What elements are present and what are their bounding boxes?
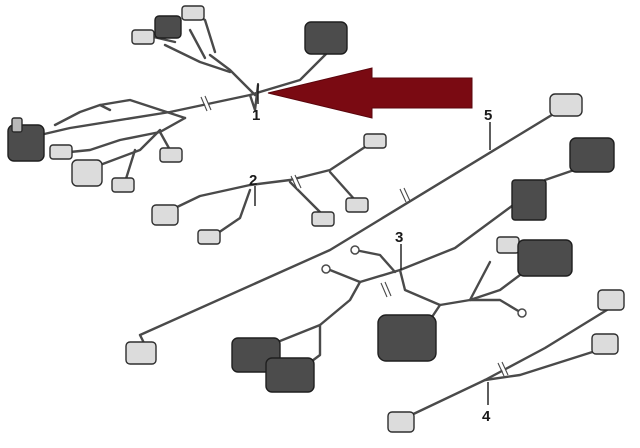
- connector-sensor-cap: [11, 117, 23, 133]
- connector-2c: [311, 211, 335, 227]
- harness-1: 1: [7, 5, 348, 193]
- callout-2: 2: [249, 172, 257, 189]
- connector-small-b: [111, 177, 135, 193]
- callout-5: 5: [484, 107, 492, 124]
- connector-2b: [197, 229, 221, 245]
- callout-4: 4: [482, 408, 491, 425]
- connector-3c: [517, 239, 573, 277]
- connector-top-large: [304, 21, 348, 55]
- connector-5b: [549, 93, 583, 117]
- connector-top-a: [131, 29, 155, 45]
- connector-round: [71, 159, 103, 187]
- harness-5: 5: [125, 93, 583, 365]
- connector-2d: [345, 197, 369, 213]
- connector-small-a: [49, 144, 73, 160]
- harness-2: 2: [151, 133, 387, 245]
- harness-4: 4: [387, 289, 625, 433]
- grommet: [511, 179, 547, 221]
- connector-3f: [265, 357, 315, 393]
- connector-2a: [151, 204, 179, 226]
- connector-3b: [496, 236, 520, 254]
- connector-3a: [569, 137, 615, 173]
- connector-small-c: [159, 147, 183, 163]
- connector-5a: [125, 341, 157, 365]
- callout-3: 3: [395, 229, 403, 246]
- harness-3: 3: [231, 137, 615, 393]
- callout-1: 1: [252, 107, 260, 124]
- connector-top-c: [181, 5, 205, 21]
- connector-sensor-large: [7, 124, 45, 162]
- connector-4c: [591, 333, 619, 355]
- connector-3d: [377, 314, 437, 362]
- connector-top-b: [154, 15, 182, 39]
- connector-4a: [387, 411, 415, 433]
- connector-2e: [363, 133, 387, 149]
- connector-4b: [597, 289, 625, 311]
- left-arrow-icon: [267, 67, 473, 119]
